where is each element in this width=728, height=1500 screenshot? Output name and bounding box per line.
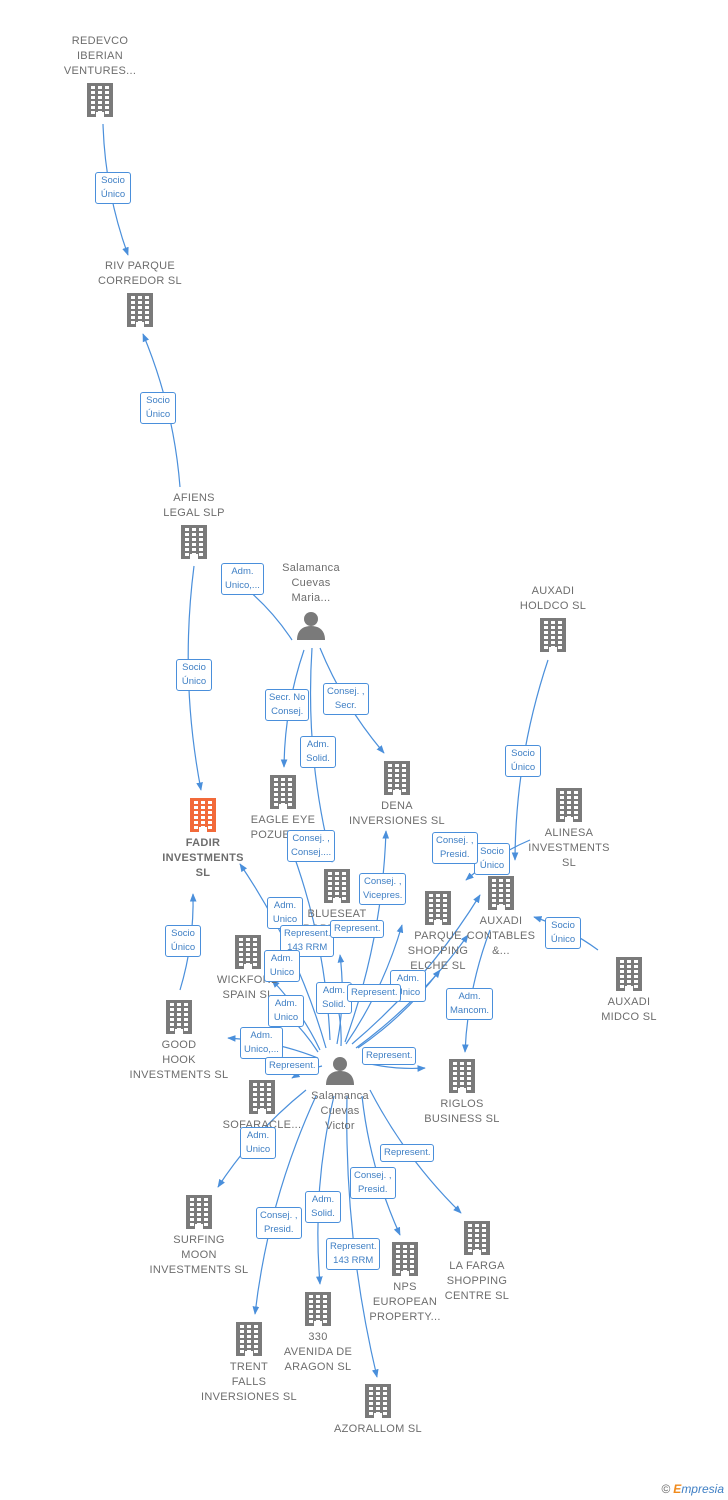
node-label: FADIR INVESTMENTS SL	[162, 837, 244, 879]
building-icon	[163, 1000, 195, 1039]
relation-badge[interactable]: Socio Único	[505, 745, 541, 777]
node-label: Salamanca Cuevas Maria...	[282, 562, 340, 604]
node-label: 330 AVENIDA DE ARAGON SL	[283, 1331, 353, 1373]
building-icon	[302, 1292, 334, 1331]
relation-badge[interactable]: Consej. , Vicepres.	[359, 873, 407, 905]
relation-badge[interactable]: Represent.	[347, 984, 402, 1002]
building-icon	[381, 761, 413, 800]
building-icon	[461, 1221, 493, 1260]
relation-badge[interactable]: Represent.	[380, 1144, 435, 1162]
node-label: LA FARGA SHOPPING CENTRE SL	[444, 1260, 510, 1302]
node-label: REDEVCO IBERIAN VENTURES...	[63, 35, 137, 77]
edge-victor-to-dena	[344, 830, 390, 1043]
node-label: PARQUE SHOPPING ELCHE SL	[407, 930, 469, 972]
relation-badge[interactable]: Adm. Unico,...	[221, 563, 264, 595]
node-label: NPS EUROPEAN PROPERTY...	[369, 1281, 441, 1323]
person-icon	[296, 610, 326, 645]
edge-victor-to-avenida	[316, 1095, 335, 1285]
node-label: WICKFORD SPAIN SL	[216, 974, 280, 1001]
node-label: AUXADI HOLDCO SL	[519, 585, 587, 612]
node-label: Salamanca Cuevas Victor	[311, 1090, 369, 1132]
building-icon	[187, 798, 219, 837]
person-icon	[325, 1055, 355, 1090]
relation-badge[interactable]: Consej. , Presid.	[350, 1167, 396, 1199]
relation-badge[interactable]: Secr. No Consej.	[265, 689, 310, 721]
building-icon	[183, 1195, 215, 1234]
empresia-logo[interactable]: ©Empresia	[661, 1482, 724, 1496]
relation-badge[interactable]: Consej. , Secr.	[323, 683, 369, 715]
relation-badge[interactable]: Adm. Solid.	[316, 982, 352, 1014]
relation-badge[interactable]: Represent.	[330, 920, 385, 938]
node-label: AZORALLOM SL	[334, 1423, 422, 1435]
edge-victor-to-azorallom	[346, 1095, 379, 1378]
node-label: GOOD HOOK INVESTMENTS SL	[129, 1039, 229, 1081]
building-icon	[422, 891, 454, 930]
relation-badge[interactable]: Adm. Unico	[240, 1127, 276, 1159]
relation-badge[interactable]: Adm. Unico,...	[240, 1027, 283, 1059]
relation-badge[interactable]: Adm. Unico	[268, 995, 304, 1027]
building-icon	[362, 1384, 394, 1423]
building-icon	[446, 1059, 478, 1098]
relation-badge[interactable]: Adm. Unico	[264, 950, 300, 982]
relation-badge[interactable]: Socio Único	[474, 843, 510, 875]
node-label: RIV PARQUE CORREDOR SL	[98, 260, 182, 287]
relation-badge[interactable]: Represent.	[265, 1057, 320, 1075]
building-icon	[84, 83, 116, 122]
node-label: AFIENS LEGAL SLP	[163, 492, 225, 519]
node-label: SURFING MOON INVESTMENTS SL	[149, 1234, 249, 1276]
relation-badge[interactable]: Represent. 143 RRM	[280, 925, 335, 957]
relation-badge[interactable]: Adm. Solid.	[305, 1191, 341, 1223]
relation-badge[interactable]: Socio Único	[176, 659, 212, 691]
building-icon	[485, 876, 517, 915]
building-icon	[267, 775, 299, 814]
relation-badge[interactable]: Socio Único	[140, 392, 176, 424]
building-icon	[178, 525, 210, 564]
edge-victor-to-trent	[252, 1095, 317, 1315]
relation-badge[interactable]: Adm. Solid.	[300, 736, 336, 768]
node-label: AUXADI MIDCO SL	[601, 996, 657, 1023]
relation-badge[interactable]: Socio Único	[95, 172, 131, 204]
node-label: AUXADI CONTABLES &...	[466, 915, 536, 957]
building-icon	[537, 618, 569, 657]
building-icon	[233, 1322, 265, 1361]
building-icon	[321, 869, 353, 908]
relation-badge[interactable]: Consej. , Presid.	[432, 832, 478, 864]
building-icon	[553, 788, 585, 827]
relation-badge[interactable]: Socio Único	[165, 925, 201, 957]
building-icon	[246, 1080, 278, 1119]
relation-badge[interactable]: Represent.	[362, 1047, 417, 1065]
building-icon	[613, 957, 645, 996]
relation-badge[interactable]: Consej. , Presid.	[256, 1207, 302, 1239]
relation-badge[interactable]: Adm. Mancom.	[446, 988, 494, 1020]
node-label: ALINESA INVESTMENTS SL	[528, 827, 610, 869]
building-icon	[389, 1242, 421, 1281]
node-label: RIGLOS BUSINESS SL	[424, 1098, 500, 1125]
relation-badge[interactable]: Represent. 143 RRM	[326, 1238, 381, 1270]
node-label: DENA INVERSIONES SL	[349, 800, 445, 827]
node-label: TRENT FALLS INVERSIONES SL	[201, 1361, 297, 1403]
building-icon	[124, 293, 156, 332]
relation-badge[interactable]: Consej. , Consej....	[287, 830, 336, 862]
relation-badge[interactable]: Socio Único	[545, 917, 581, 949]
building-icon	[232, 935, 264, 974]
